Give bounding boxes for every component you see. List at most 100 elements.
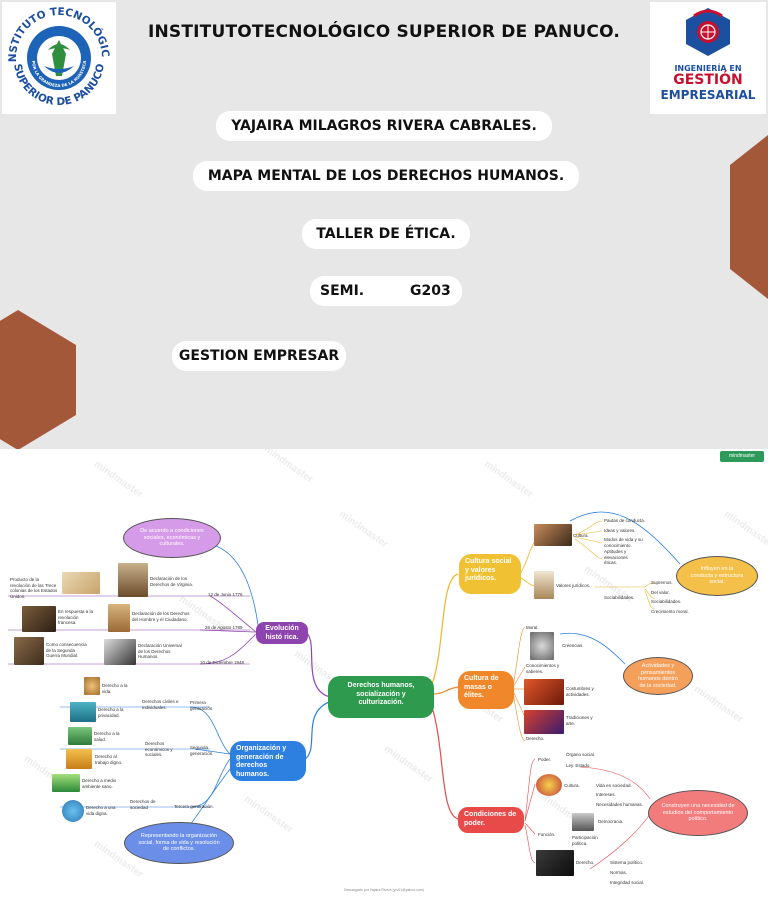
justice-image [534, 571, 554, 599]
org-item: Derecho al trabajo digno. [95, 754, 123, 765]
power-label: Poder. [538, 757, 552, 762]
power-law-item: Normas. [610, 870, 628, 875]
health-image [68, 727, 92, 745]
photo-image [104, 639, 136, 665]
semester-label: SEMI. [320, 283, 365, 299]
dance-image [524, 710, 564, 734]
history-node[interactable]: Evolución histó rica. [256, 622, 308, 644]
legal-values-sub: Sociabilidades. [604, 595, 635, 600]
central-node[interactable]: Derechos humanos, socialización y cultur… [328, 676, 434, 718]
org-item: Derecho a la privacidad. [98, 707, 124, 718]
culture-image [534, 524, 572, 546]
org-item: Derecho a medio ambiente sano. [82, 778, 117, 789]
culture-item: Pautas de conducta. [604, 518, 646, 523]
painting-image [22, 606, 56, 632]
legal-values-item: Del valor. [651, 590, 670, 595]
download-footer: Descargado por Yajaira Rivera (yrc01@yah… [343, 888, 425, 892]
masses-item: Tradiciones y arte. [566, 715, 593, 726]
decorative-hexagon-right [730, 135, 768, 299]
power-bubble: Construyen una necesidad de estudios del… [648, 790, 748, 836]
portrait-image [118, 563, 148, 597]
semester-group: SEMI. G203 [310, 276, 462, 306]
history-item-date: 12 de Junio 1776 [208, 592, 243, 597]
organization-bubble: Representando la organización social, fo… [124, 822, 234, 864]
law-image [536, 850, 574, 876]
mind-map: mindmaster mindmaster mindmaster mindmas… [0, 449, 768, 898]
career-name: GESTION EMPRESAR [172, 341, 346, 371]
culture-bubble: Influyen en la conducta y estructura soc… [676, 556, 758, 596]
power-culture-item: Vida en sociedad. [596, 783, 632, 788]
power-culture-item: Intereses. [596, 792, 616, 797]
power-item: Órgano social. [566, 752, 596, 757]
document-title: MAPA MENTAL DE LOS DERECHOS HUMANOS. [193, 161, 579, 191]
masses-item: Costumbres y actividades. [566, 686, 594, 697]
festival-image [524, 679, 564, 705]
masses-item: Moral. [526, 625, 539, 630]
masses-item: Derecho. [526, 736, 545, 741]
mindmaster-badge: mindmaster [720, 451, 764, 462]
courtroom-image [572, 813, 594, 831]
history-item-doc: Declaración Universal de los Derechos Hu… [138, 643, 182, 659]
student-name: YAJAIRA MILAGROS RIVERA CABRALES. [216, 111, 552, 141]
history-item-doc: Declaración de los Derechos del Hombre y… [132, 611, 190, 622]
masses-item: Conocimientos y saberes. [526, 663, 560, 674]
map-image [62, 572, 100, 594]
power-node[interactable]: Condiciones de poder. [458, 807, 524, 833]
legal-values-item: Crecimiento moral. [651, 609, 689, 614]
org-generation: Segunda generación. [190, 745, 214, 756]
masses-node[interactable]: Cultura de masas o élites. [458, 671, 514, 709]
culture-node[interactable]: Cultura social y valores jurídicos. [459, 554, 521, 594]
power-law-item: Sistema político. [610, 860, 644, 865]
power-function-item: Democracia. [598, 819, 624, 824]
culture-item: Aptitudes y elevaciones éticas. [604, 549, 628, 565]
power-function-item: Participación política. [572, 835, 598, 846]
privacy-image [70, 702, 96, 722]
culture-item: Ideas y valores. [604, 528, 636, 533]
environment-image [52, 774, 80, 792]
legal-values-item: Sociabilidades. [651, 599, 682, 604]
decorative-hexagon-left [0, 310, 76, 449]
institution-heading: INSTITUTOTECNOLÓGICO SUPERIOR DE PANUCO. [147, 22, 621, 42]
cover-page: INSTITUTO TECNOLÓGICO SUPERIOR DE PANUCO… [0, 0, 768, 449]
legal-values-item: Supremos. [651, 580, 673, 585]
work-image [66, 749, 92, 769]
institute-seal-logo: INSTITUTO TECNOLÓGICO SUPERIOR DE PANUCO… [0, 0, 116, 114]
power-item: Ley. Estado. [566, 763, 591, 768]
power-law-label: Derecho. [576, 860, 595, 865]
history-item-doc: Declaración de los Derechos de Virginia. [150, 576, 193, 587]
org-type: Derechos de sociedad [130, 799, 156, 810]
org-item: Derecho a la salud. [94, 731, 120, 742]
org-generation: Primera generación. [190, 700, 214, 711]
group-label: G203 [410, 283, 451, 299]
career-logo-line1: INGENIERÍA EN [674, 64, 742, 73]
legal-values-label: Valores jurídicos. [556, 583, 591, 588]
org-type: Derechos económicos y sociales. [145, 741, 173, 757]
career-logo-line3: EMPRESARIAL [660, 88, 756, 102]
crowd-image [536, 774, 562, 796]
power-culture-item: Necesidades humanas. [596, 802, 644, 807]
org-item: Derecho a una vida digna. [86, 805, 116, 816]
masses-mid: Creencias. [562, 643, 584, 648]
history-item-date: 26 de Agosto 1789 [205, 625, 243, 630]
history-item-date: 10 de Diciembre 1948 [200, 660, 245, 665]
power-function-label: Función. [538, 832, 556, 837]
history-bubble: De acuerdo a condiciones sociales, econó… [123, 518, 221, 558]
power-culture-label: Cultura. [564, 783, 580, 788]
history-item-desc: Como consecuencia de la Segunda Guerra M… [46, 642, 87, 658]
power-law-item: Integridad social. [610, 880, 645, 885]
culture-item: Modos de vida y su conocimiento. [604, 537, 643, 548]
history-item-desc: Producto de la revolución de las Trece c… [10, 577, 58, 599]
dignity-image [62, 800, 84, 822]
life-image [84, 677, 100, 695]
career-logo-line2: GESTIÓN [673, 72, 743, 88]
org-type: Derechos civiles e individuales. [142, 699, 179, 710]
career-logo: INGENIERÍA EN GESTIÓN EMPRESARIAL [650, 2, 766, 114]
org-item: Derecho a la vida. [102, 683, 128, 694]
moral-image [530, 632, 554, 660]
org-generation: Tercera generación. [174, 804, 214, 809]
course-name: TALLER DE ÉTICA. [302, 219, 470, 249]
masses-bubble: Actividades y pensamientos humanos dentr… [623, 657, 693, 695]
war-image [14, 637, 44, 665]
document-image [108, 604, 130, 632]
organization-node[interactable]: Organización y generación de derechos hu… [230, 741, 306, 781]
